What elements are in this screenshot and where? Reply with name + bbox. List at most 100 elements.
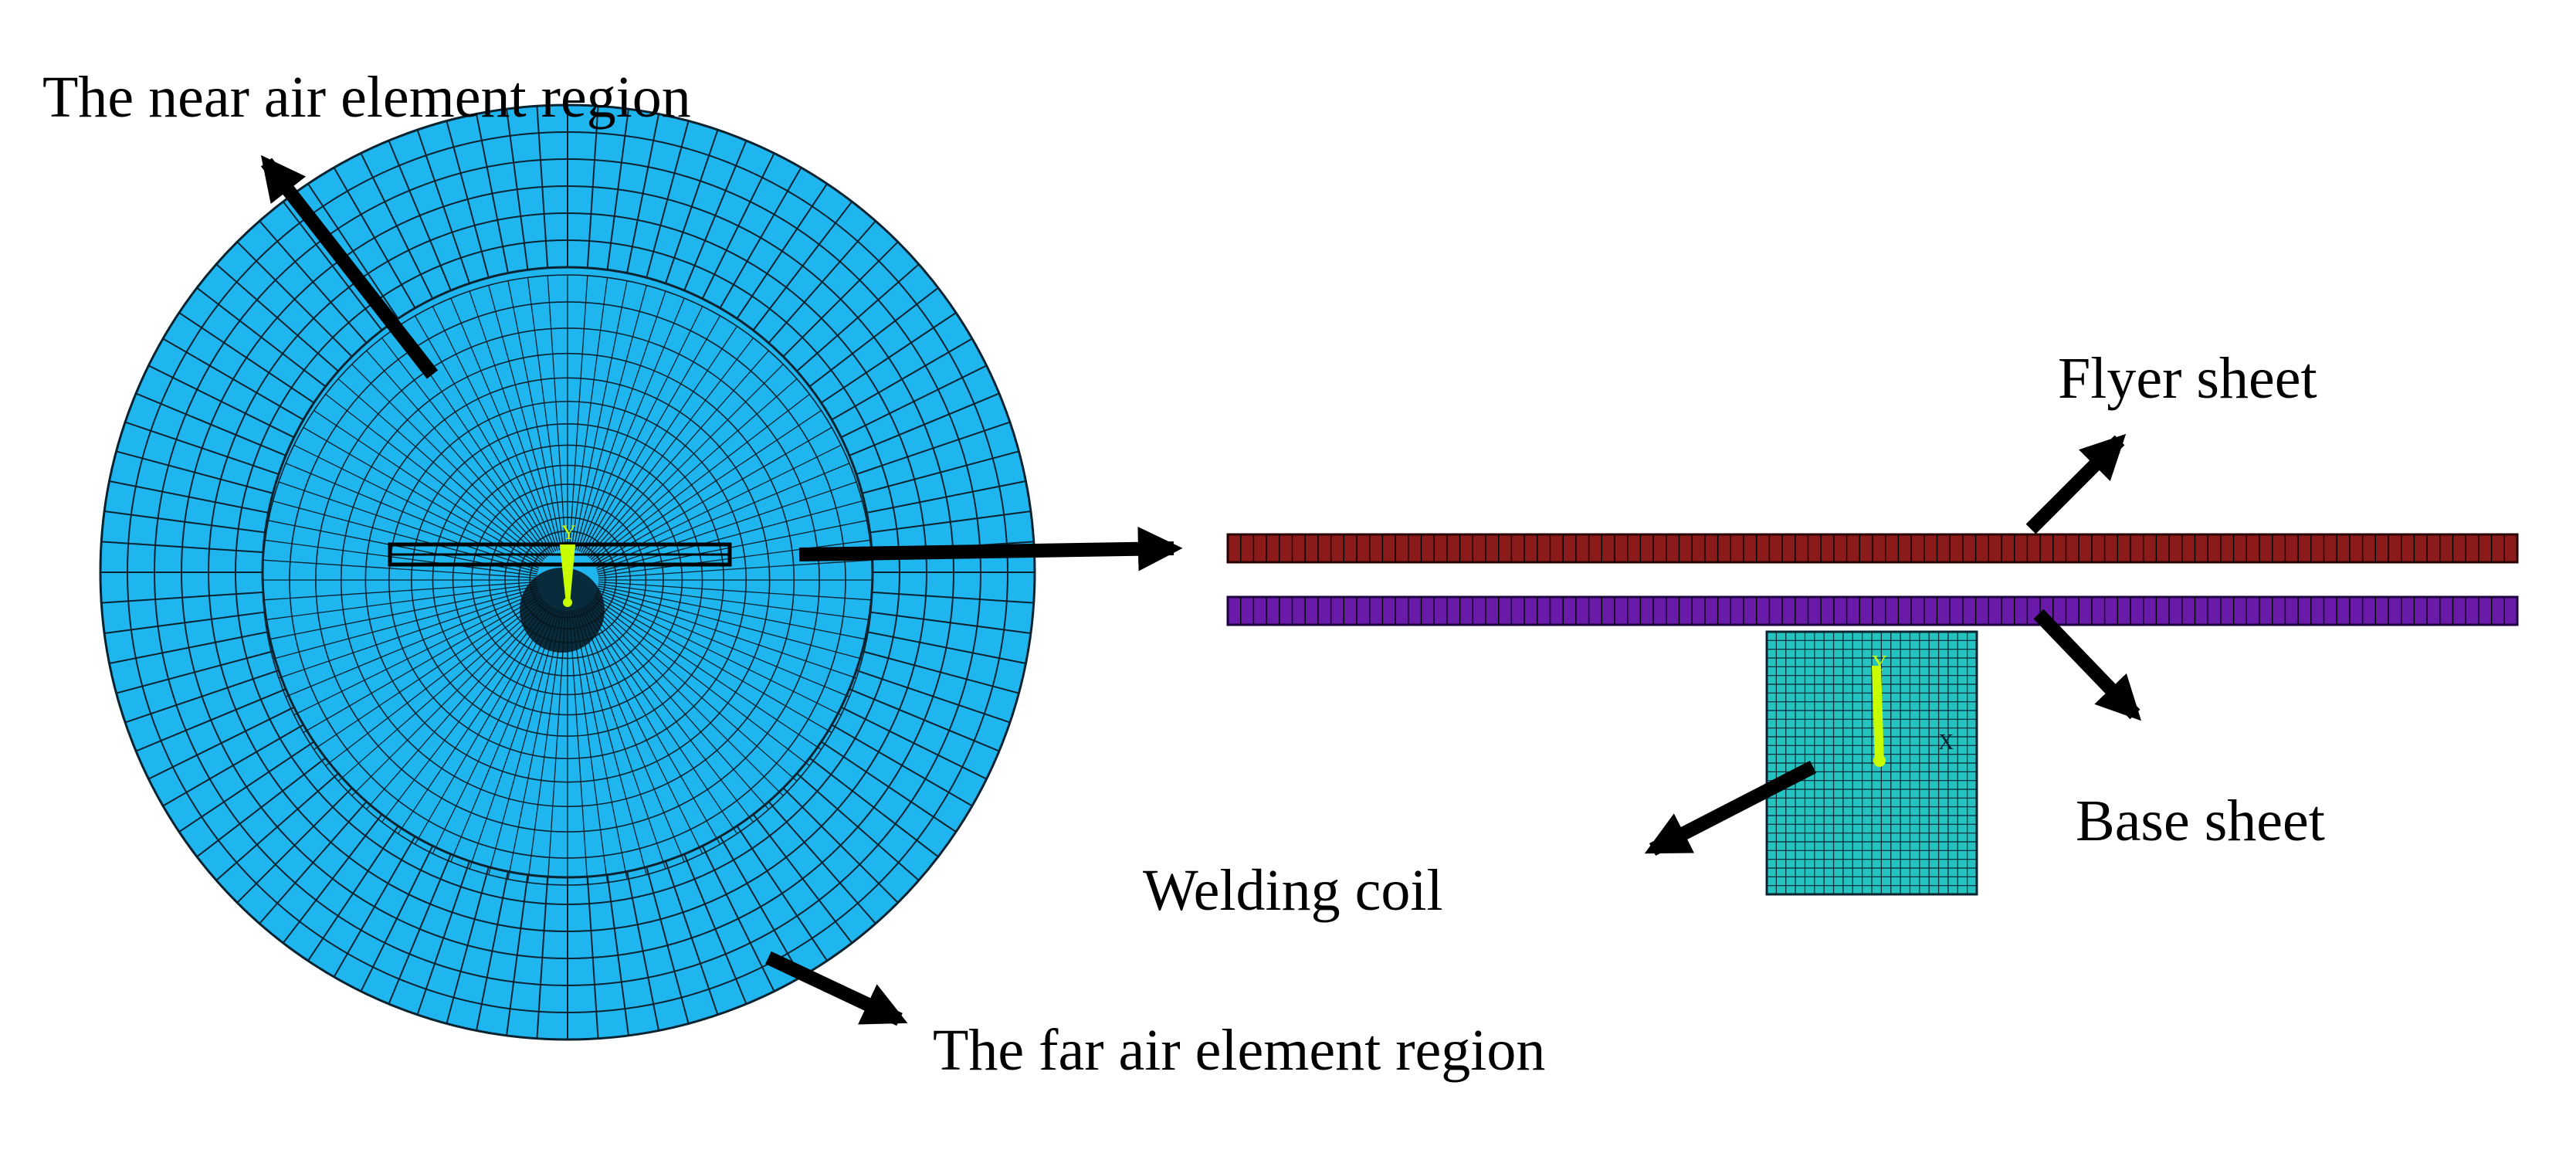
- dense-mesh-core: [520, 568, 605, 653]
- near-mesh-radial: [575, 285, 647, 551]
- far-mesh-radial: [388, 853, 452, 1005]
- near-mesh-radial: [571, 610, 608, 883]
- near-mesh-radial: [325, 394, 544, 562]
- far-mesh-radial: [701, 152, 775, 300]
- far-mesh-radial: [849, 688, 1000, 752]
- welding-coil-mesh: [1767, 632, 1977, 894]
- near-mesh-radial: [585, 337, 754, 556]
- near-mesh-radial: [398, 605, 551, 834]
- welding-coil-label: Welding coil: [1143, 858, 1443, 923]
- far-mesh-radial: [586, 877, 599, 1039]
- far-mesh-radial: [116, 450, 273, 494]
- near-air-label: The near air element region: [42, 65, 691, 130]
- near-mesh-radial: [268, 585, 537, 640]
- near-mesh-radial: [507, 610, 562, 880]
- far-mesh-radial: [333, 167, 416, 309]
- near-mesh-radial: [587, 602, 769, 810]
- near-mesh-radial: [527, 277, 564, 550]
- near-mesh-radial: [598, 581, 873, 601]
- flyer-sheet-label: Flyer sheet: [2058, 346, 2317, 411]
- near-mesh-radial: [450, 608, 557, 863]
- air-element-region: Y: [99, 103, 1036, 1041]
- far-mesh-radial: [866, 631, 1026, 665]
- flyer-sheet-mesh: [1239, 534, 2506, 562]
- near-mesh-radial: [596, 589, 857, 679]
- near-mesh-radial: [263, 581, 537, 601]
- far-mesh-radial: [796, 772, 920, 881]
- near-mesh-radial: [585, 604, 754, 823]
- near-mesh-radial: [303, 426, 541, 565]
- far-mesh-radial: [866, 480, 1026, 514]
- far-mesh-radial: [360, 152, 434, 300]
- near-mesh-radial: [432, 306, 554, 553]
- far-mesh-radial: [820, 312, 957, 404]
- near-mesh-radial: [581, 306, 703, 553]
- near-mesh-radial: [578, 608, 685, 863]
- far-mesh-radial: [333, 836, 416, 978]
- near-mesh-radial: [265, 583, 537, 621]
- far-mesh-radial: [259, 801, 368, 924]
- far-mesh-radial: [849, 392, 1000, 456]
- near-mesh-radial: [414, 606, 553, 845]
- near-mesh-radial: [366, 350, 548, 558]
- near-mesh-radial: [594, 426, 832, 565]
- near-mesh-radial: [547, 610, 567, 885]
- far-mesh-radial: [586, 106, 599, 268]
- axis-triad-icon: [560, 544, 575, 607]
- far-mesh-radial: [782, 787, 899, 904]
- near-mesh-radial: [314, 596, 543, 750]
- base-sheet-label: Base sheet: [2076, 789, 2325, 853]
- far-mesh-radial: [116, 650, 273, 694]
- coil-axis-x-label: X: [1938, 731, 1954, 755]
- near-mesh-radial: [598, 559, 873, 579]
- coil-axis-triad-icon: [1872, 666, 1886, 767]
- arrow-icon: [260, 154, 439, 379]
- near-mesh-radial: [351, 601, 547, 796]
- far-mesh-radial: [236, 787, 353, 904]
- far-mesh-radial: [196, 757, 327, 858]
- far-mesh-radial: [646, 120, 690, 278]
- far-mesh-radial: [683, 140, 747, 291]
- far-mesh-radial: [831, 724, 973, 807]
- far-mesh-radial: [236, 241, 353, 358]
- near-mesh-radial: [592, 410, 822, 564]
- far-mesh-radial: [506, 874, 529, 1036]
- near-mesh-radial: [590, 378, 798, 561]
- far-mesh-radial: [872, 591, 1034, 604]
- far-mesh-radial: [626, 871, 660, 1031]
- near-mesh-radial: [337, 378, 545, 561]
- near-mesh-radial: [581, 607, 703, 854]
- near-mesh-radial: [351, 364, 547, 559]
- near-mesh-radial: [366, 602, 548, 810]
- far-mesh-radial: [831, 337, 973, 421]
- far-mesh-radial: [862, 650, 1019, 694]
- far-mesh-radial: [796, 263, 920, 372]
- far-mesh-radial: [307, 825, 399, 962]
- near-mesh-radial: [577, 609, 666, 870]
- far-mesh-radial: [701, 845, 775, 992]
- far-mesh-radial: [196, 287, 327, 388]
- near-mesh-radial: [595, 463, 850, 569]
- far-mesh-radial: [752, 201, 853, 331]
- far-mesh-radial: [147, 365, 295, 439]
- far-mesh-radial: [856, 421, 1011, 475]
- far-mesh-radial: [475, 871, 509, 1031]
- far-mesh-radial: [135, 392, 286, 456]
- arrows: [260, 154, 2141, 1026]
- near-mesh-radial: [285, 591, 540, 697]
- arrow-icon: [798, 526, 1183, 572]
- far-mesh-radial: [782, 241, 899, 358]
- near-mesh-radial: [507, 280, 562, 550]
- near-mesh-radial: [273, 587, 538, 660]
- far-mesh-radial: [719, 167, 802, 309]
- far-mesh-radial: [416, 860, 470, 1016]
- near-mesh-radial: [582, 606, 721, 845]
- near-mesh-radial: [595, 593, 842, 716]
- near-mesh-radial: [571, 277, 608, 550]
- near-mesh-radial: [414, 315, 553, 554]
- far-mesh-radial: [162, 724, 304, 807]
- far-mesh-radial: [683, 853, 747, 1005]
- far-mesh-radial: [752, 813, 853, 944]
- near-mesh-radial: [488, 285, 561, 551]
